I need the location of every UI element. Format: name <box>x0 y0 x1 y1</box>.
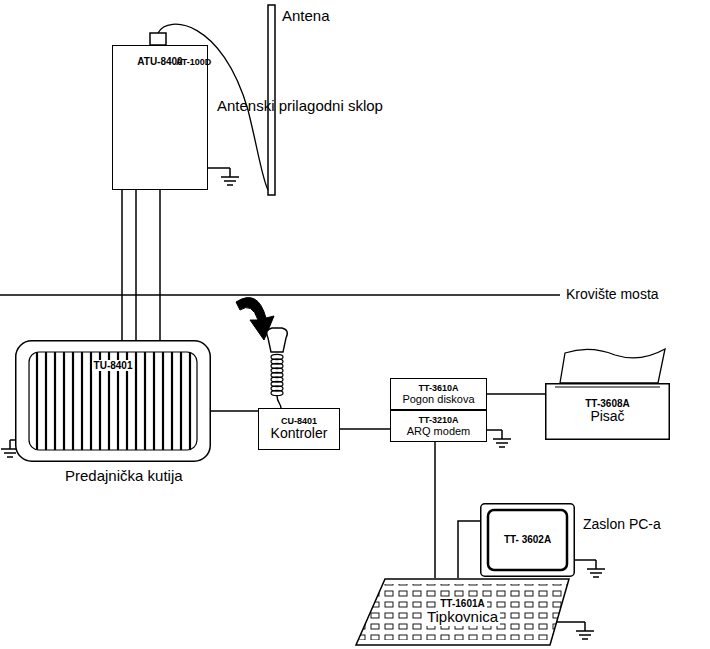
model-number: TT- 3602A <box>504 534 551 545</box>
model-number: ATU-8400 <box>137 56 182 67</box>
node-content: TT-1601ATipkovnica <box>355 578 570 646</box>
parallel-cable <box>121 190 123 340</box>
model-number: TT-3608A <box>585 398 629 409</box>
ground-symbol <box>221 168 239 185</box>
keyboard-box: TT-1601ATipkovnica <box>355 578 570 646</box>
ground-symbol <box>493 430 511 447</box>
node-content: CU-8401Kontroler <box>259 409 339 449</box>
cooling-fins <box>29 352 197 450</box>
model-number: TT-1601A <box>438 598 486 609</box>
node-content: TT- 3602A <box>480 503 575 577</box>
cable-connector <box>487 393 545 395</box>
part-name: ARQ modem <box>407 425 471 437</box>
tu-outline <box>15 340 211 462</box>
part-name: Zaslon PC-a <box>583 517 661 533</box>
node-content: TT-3610APogon diskova <box>391 379 486 409</box>
ground-symbol <box>587 560 605 577</box>
ground-symbol <box>576 622 594 639</box>
keys <box>355 584 570 640</box>
coiled-cord <box>271 354 283 395</box>
antenna-model: AT-100D <box>176 58 211 68</box>
cord-loop <box>271 390 283 395</box>
housing <box>16 341 211 462</box>
part-name: Pisač <box>590 409 624 425</box>
cable-connector <box>434 442 436 578</box>
node-content: TT-3608APisač <box>545 383 670 440</box>
controller-box: CU-8401Kontroler <box>258 408 340 450</box>
handset-cord <box>277 396 281 408</box>
keyboard-outline <box>356 579 569 645</box>
monitor-box: TT- 3602AZaslon PC-a <box>480 503 575 577</box>
part-name: Pogon diskova <box>402 393 474 405</box>
modem-box: TT-3210AARQ modem <box>390 410 487 442</box>
part-name: Antenski prilagodni sklop <box>217 98 383 115</box>
cable-connector <box>159 190 161 340</box>
disk-drive-box: TT-3610APogon diskova <box>390 378 487 410</box>
transmitter-box: TU-8401Predajnička kutija <box>15 340 211 462</box>
antenna-connector <box>150 33 166 45</box>
monitor-screen <box>488 510 567 570</box>
roof-label: Krovište mosta <box>566 287 659 302</box>
node-content: TU-8401 <box>15 340 211 462</box>
handset <box>267 328 288 352</box>
part-name: Kontroler <box>271 426 328 442</box>
ground-lead <box>575 559 596 561</box>
node-content: ATU-8400 <box>113 46 207 189</box>
parallel-cable <box>135 190 137 340</box>
model-number: CU-8401 <box>281 416 317 426</box>
monitor-case <box>481 504 575 577</box>
model-number: TU-8401 <box>92 360 135 371</box>
antenna-label: Antena <box>282 8 330 25</box>
node-content: TT-3210AARQ modem <box>391 411 486 441</box>
part-name: Tipkovnica <box>425 609 500 626</box>
model-number: TT-3210A <box>418 415 458 425</box>
ground-lead <box>556 621 585 623</box>
ground-lead <box>487 429 502 431</box>
cable-connector <box>458 521 480 578</box>
part-name: Predajnička kutija <box>65 468 183 485</box>
cable-connector <box>211 410 258 412</box>
printer-body <box>546 384 670 440</box>
paper-sheet <box>560 349 665 383</box>
model-number: TT-3610A <box>418 383 458 393</box>
ground-lead <box>208 167 230 169</box>
roof-line <box>0 294 560 295</box>
cable-connector <box>340 428 390 430</box>
paper-slot <box>555 387 660 388</box>
printer-box: TT-3608APisač <box>545 383 670 440</box>
